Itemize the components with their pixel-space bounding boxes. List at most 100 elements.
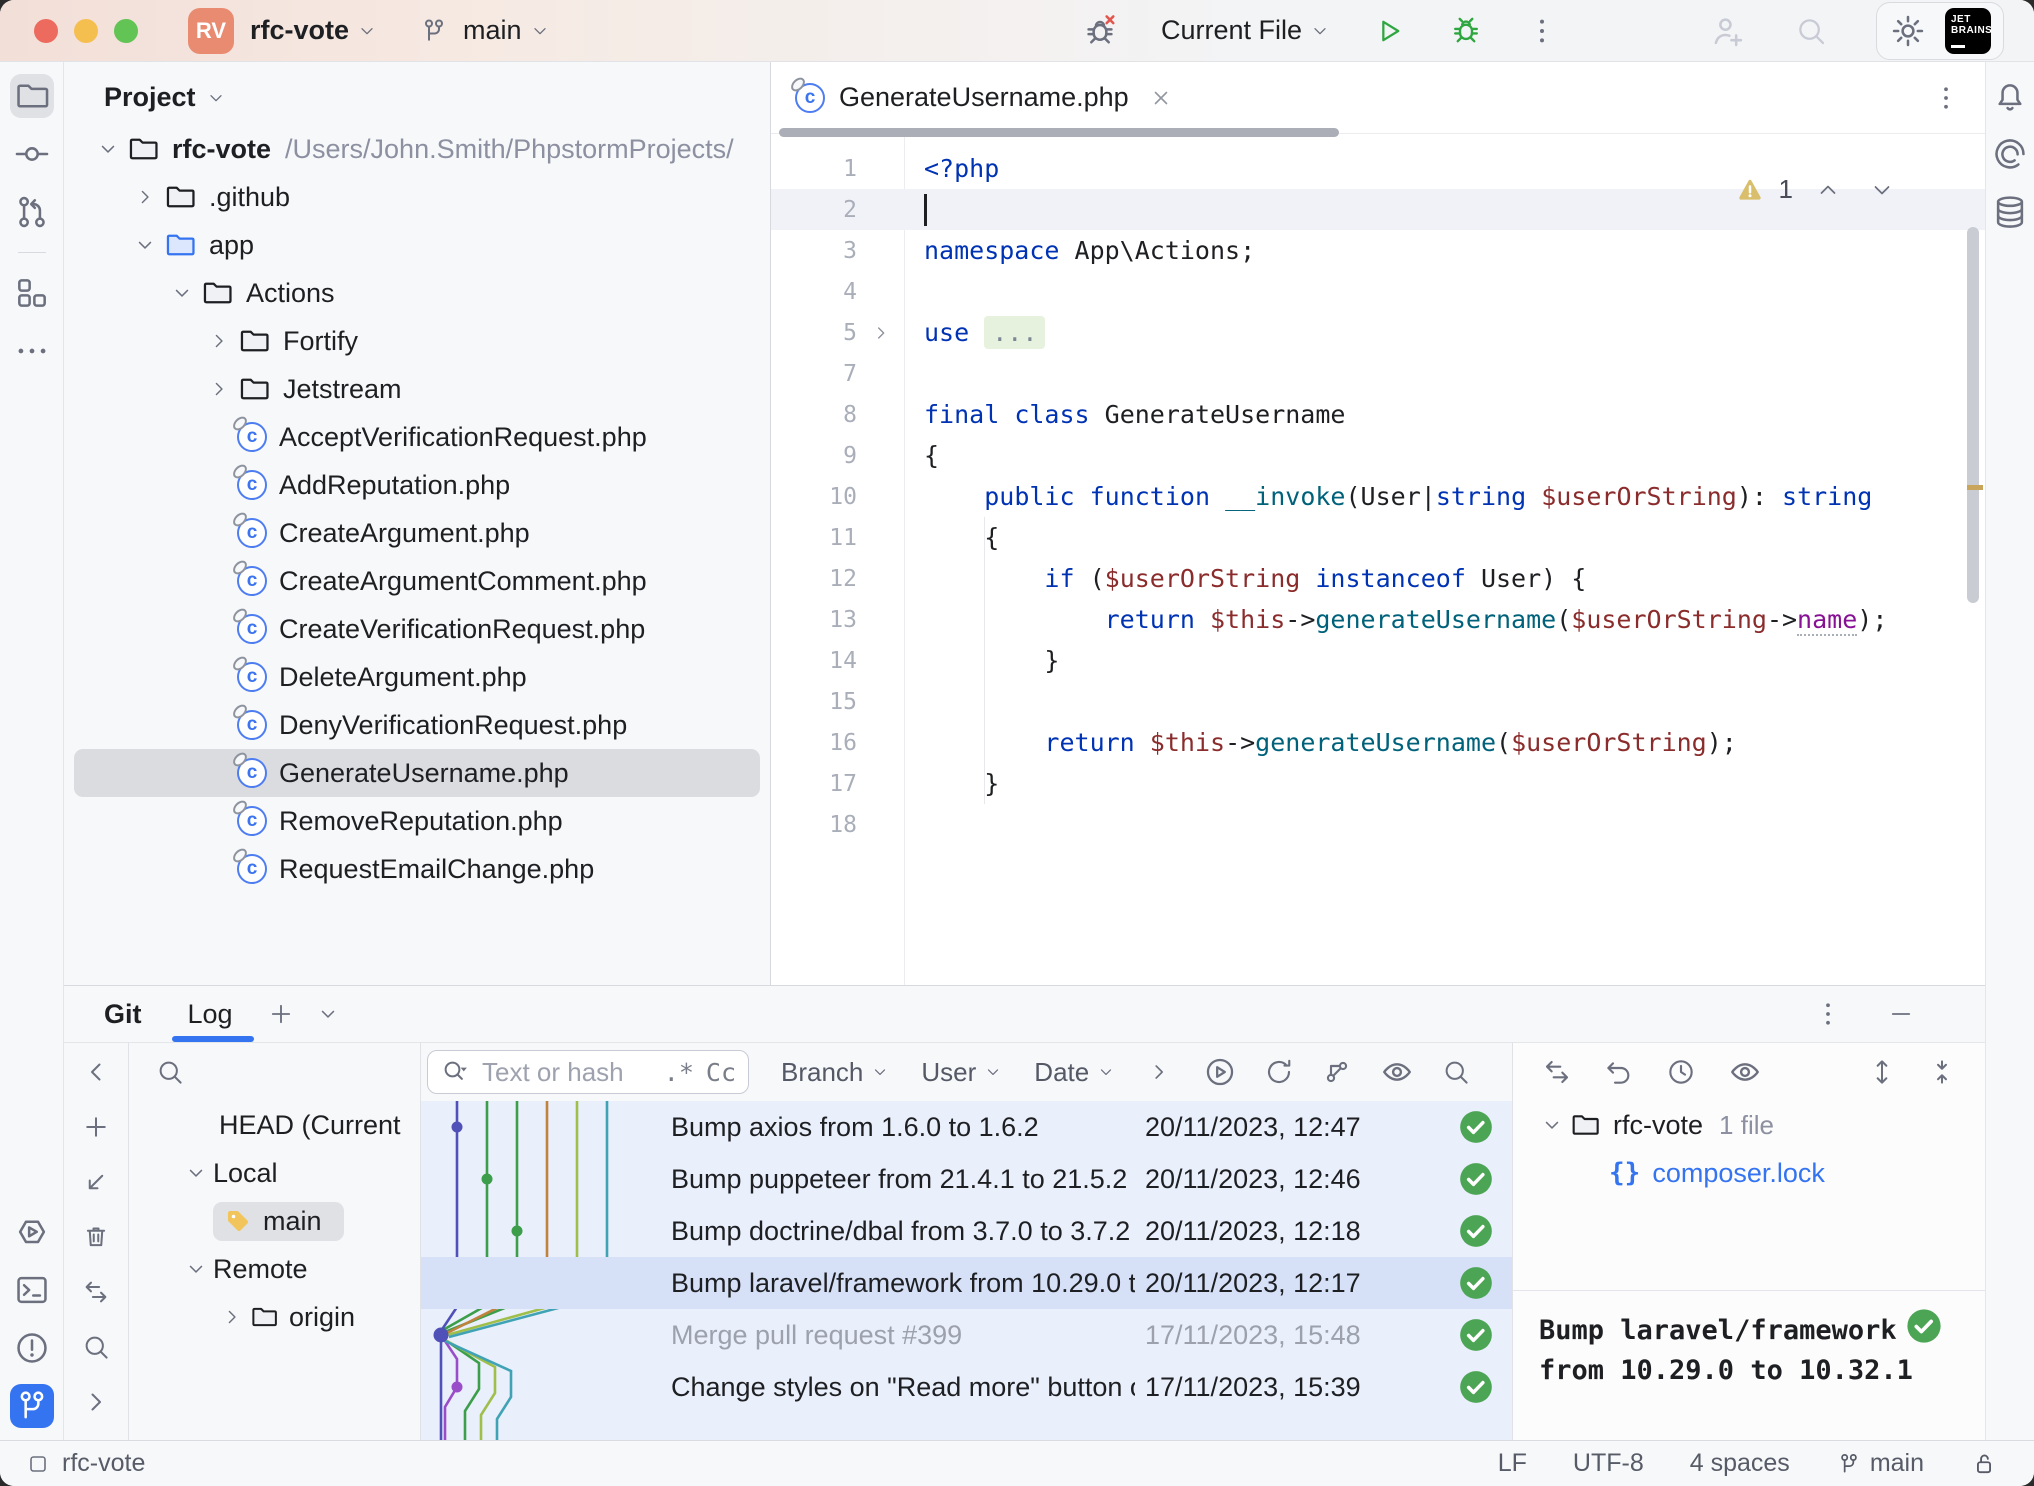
code-line-2[interactable]: 2 <box>771 189 1985 230</box>
more-actions-kebab-icon[interactable] <box>1526 15 1558 47</box>
line-ending-widget[interactable]: LF <box>1497 1449 1527 1477</box>
tree-item-app[interactable]: app <box>74 221 760 269</box>
close-window-button[interactable] <box>34 18 58 43</box>
encoding-widget[interactable]: UTF-8 <box>1572 1449 1644 1477</box>
refresh-icon[interactable] <box>1263 1056 1295 1088</box>
run-tool-button[interactable] <box>10 1210 54 1254</box>
code-line-7[interactable]: 7 <box>771 353 1985 394</box>
tab-log[interactable]: Log <box>187 998 233 1029</box>
log-search-field[interactable]: Text or hash .* Cc <box>427 1050 749 1094</box>
tree-item-jetstream[interactable]: Jetstream <box>74 365 760 413</box>
chevron-right-icon[interactable] <box>201 378 237 400</box>
compare-branches-icon[interactable] <box>1321 1056 1353 1088</box>
delete-branch-icon[interactable] <box>81 1222 111 1257</box>
match-case-toggle[interactable]: Cc <box>705 1057 736 1087</box>
changed-files-root-row[interactable]: rfc-vote 1 file <box>1513 1101 1985 1149</box>
chevron-down-icon[interactable] <box>127 234 163 256</box>
minimize-window-button[interactable] <box>74 18 98 43</box>
inspections-widget[interactable]: 1 <box>1735 174 1895 205</box>
hide-panel-icon[interactable] <box>1887 1000 1915 1028</box>
chevron-right-icon[interactable] <box>215 1306 249 1328</box>
editor-tab[interactable]: c GenerateUsername.php <box>795 82 1173 113</box>
more-filters-chevron-right-icon[interactable] <box>1147 1060 1171 1084</box>
expand-all-icon[interactable] <box>1867 1057 1897 1087</box>
database-tool-button[interactable] <box>1988 190 2032 234</box>
chevron-right-icon[interactable] <box>201 330 237 352</box>
tree-item-actions[interactable]: Actions <box>74 269 760 317</box>
terminal-tool-button[interactable] <box>10 1268 54 1312</box>
close-tab-icon[interactable] <box>1149 86 1173 110</box>
code-line-9[interactable]: 9{ <box>771 435 1985 476</box>
settings-gear-icon[interactable] <box>1889 12 1927 50</box>
code-line-13[interactable]: 13 return $this->generateUsername($userO… <box>771 599 1985 640</box>
regex-toggle[interactable]: .* <box>663 1057 694 1087</box>
new-branch-icon[interactable] <box>81 1112 111 1147</box>
branch-filter[interactable]: Branch <box>781 1057 889 1088</box>
chevron-down-icon[interactable] <box>179 1162 213 1184</box>
checkout-icon[interactable] <box>81 1167 111 1202</box>
run-configuration-select[interactable]: Current File <box>1161 15 1330 46</box>
code-line-11[interactable]: 11 { <box>771 517 1985 558</box>
editor-options-kebab-icon[interactable] <box>1931 83 1961 113</box>
code-with-me-icon[interactable] <box>1708 12 1746 50</box>
warning-stripe-mark[interactable] <box>1967 485 1983 490</box>
chevron-down-icon[interactable] <box>317 1003 339 1025</box>
tree-item-fortify[interactable]: Fortify <box>74 317 760 365</box>
more-branch-actions-icon[interactable] <box>81 1387 111 1422</box>
code-line-18[interactable]: 18 <box>771 804 1985 845</box>
commit-row[interactable]: Change styles on "Read more" button on R… <box>421 1361 1512 1413</box>
search-with-options-icon[interactable] <box>440 1057 470 1087</box>
code-line-4[interactable]: 4 <box>771 271 1985 312</box>
branch-row-main[interactable]: main <box>129 1197 420 1245</box>
history-clock-icon[interactable] <box>1665 1056 1697 1088</box>
search-everywhere-icon[interactable] <box>1794 14 1828 48</box>
code-line-14[interactable]: 14 } <box>771 640 1985 681</box>
chevron-down-icon[interactable] <box>179 1258 213 1280</box>
code-line-16[interactable]: 16 return $this->generateUsername($userO… <box>771 722 1985 763</box>
version-control-tool-button[interactable] <box>9 1384 54 1428</box>
chevron-right-icon[interactable] <box>127 186 163 208</box>
status-project[interactable]: rfc-vote <box>26 1449 145 1478</box>
fetch-compare-icon[interactable] <box>81 1277 111 1312</box>
commit-tool-button[interactable] <box>10 132 54 176</box>
branch-row-remote[interactable]: Remote <box>129 1245 420 1293</box>
debug-button[interactable] <box>1448 13 1484 49</box>
collapse-branches-icon[interactable] <box>81 1057 111 1092</box>
branch-row-origin[interactable]: origin <box>129 1293 420 1341</box>
problems-tool-button[interactable] <box>10 1326 54 1370</box>
code-line-10[interactable]: 10 public function __invoke(User|string … <box>771 476 1985 517</box>
next-warning-chevron-down-icon[interactable] <box>1869 177 1895 203</box>
code-line-15[interactable]: 15 <box>771 681 1985 722</box>
project-panel-header[interactable]: Project <box>64 72 770 125</box>
preview-diff-eye-icon[interactable] <box>1379 1054 1415 1090</box>
rollback-icon[interactable] <box>1603 1056 1635 1088</box>
chevron-down-icon[interactable] <box>90 138 126 160</box>
ai-assistant-button[interactable] <box>1988 132 2032 176</box>
code-line-17[interactable]: 17 } <box>771 763 1985 804</box>
pull-requests-tool-button[interactable] <box>10 190 54 234</box>
structure-tool-button[interactable] <box>10 271 54 315</box>
notifications-button[interactable] <box>1988 74 2032 118</box>
chevron-down-icon[interactable] <box>164 282 200 304</box>
git-options-kebab-icon[interactable] <box>1813 999 1843 1029</box>
search-commits-icon[interactable] <box>1441 1057 1471 1087</box>
collapse-all-icon[interactable] <box>1927 1057 1957 1087</box>
no-debug-session-icon[interactable] <box>1081 12 1119 50</box>
user-filter[interactable]: User <box>921 1057 1002 1088</box>
run-button[interactable] <box>1372 14 1406 48</box>
